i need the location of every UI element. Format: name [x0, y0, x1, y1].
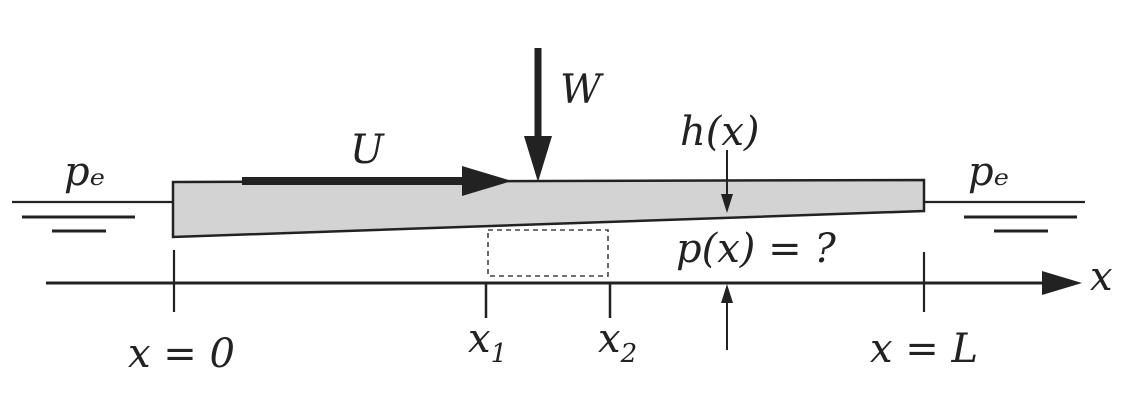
x2-label: x2 [598, 316, 637, 369]
film-thickness-label: h(x) [680, 109, 760, 155]
velocity-arrow-icon [242, 166, 512, 196]
x1-label: x1 [468, 316, 507, 369]
x2-subscript: 2 [620, 339, 638, 369]
x-L-label: x = L [870, 326, 978, 372]
x-axis [46, 271, 1082, 295]
thickness-up-arrow-icon [721, 284, 733, 350]
slider-pad [171, 178, 926, 239]
pe-right-label: pₑ [968, 149, 1009, 195]
x-zero-label: x = 0 [128, 331, 235, 377]
x1-subscript: 1 [491, 339, 508, 369]
pe-left-label: pₑ [64, 149, 105, 195]
load-arrow-icon [524, 48, 552, 182]
axis-x-label: x [1090, 254, 1113, 300]
thickness-down-arrow-icon [721, 150, 733, 213]
velocity-label: U [350, 127, 385, 173]
axis-arrow-icon [1042, 271, 1082, 295]
control-volume-box [487, 229, 609, 277]
pressure-question-label: p(x) = ? [676, 226, 836, 272]
left-ground-symbol-icon [22, 215, 135, 233]
right-ground-symbol-icon [964, 215, 1077, 233]
load-label: W [560, 67, 604, 113]
